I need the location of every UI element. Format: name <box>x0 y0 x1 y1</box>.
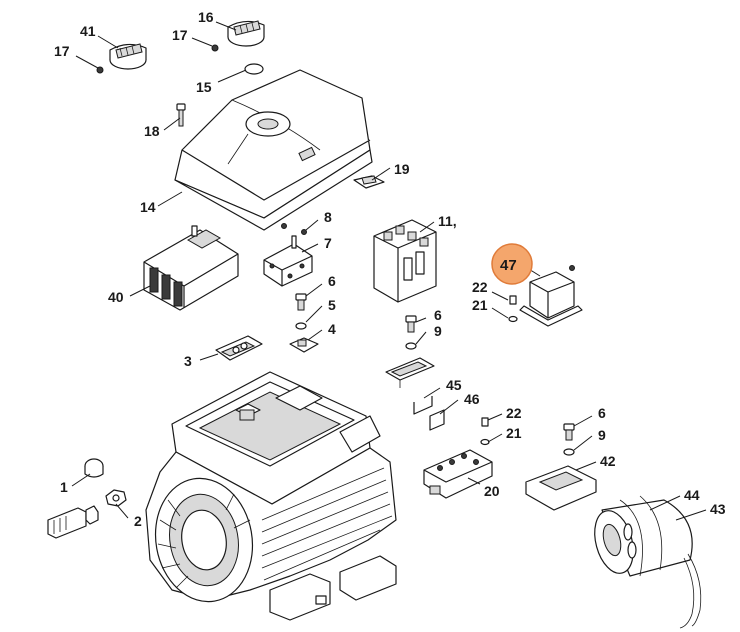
part-4-bracket <box>289 337 319 353</box>
part-47-relay <box>519 265 583 327</box>
part-46-clip <box>429 409 445 431</box>
part-labels: 41 17 16 17 15 18 19 14 8 7 11, 47 22 21… <box>54 9 726 529</box>
label-1: 1 <box>60 479 68 495</box>
label-43: 43 <box>710 501 726 517</box>
part-15-o-ring <box>244 63 264 75</box>
part-16-cap <box>227 20 265 47</box>
part-22-screw-b <box>481 417 489 427</box>
part-42-bracket <box>525 465 597 511</box>
label-6b: 6 <box>434 307 442 323</box>
label-21b: 21 <box>506 425 522 441</box>
label-8: 8 <box>324 209 332 225</box>
label-46: 46 <box>464 391 480 407</box>
part-21-washer-b <box>480 438 490 446</box>
highlight-circle-47[interactable] <box>491 243 533 285</box>
label-22b: 22 <box>506 405 522 421</box>
label-45: 45 <box>446 377 462 393</box>
label-17a: 17 <box>54 43 70 59</box>
label-11: 11, <box>438 213 457 229</box>
label-2: 2 <box>134 513 142 529</box>
part-9-washer-b <box>563 448 575 456</box>
part-22-screw-a <box>509 295 517 305</box>
label-16: 16 <box>198 9 214 25</box>
label-19: 19 <box>394 161 410 177</box>
part-45-clip <box>413 396 433 415</box>
label-42: 42 <box>600 453 616 469</box>
label-6c: 6 <box>598 405 606 421</box>
part-bracket-center <box>385 357 435 388</box>
part-6-screw-b <box>405 315 417 333</box>
motor-housing <box>145 371 397 621</box>
part-43-capacitor <box>594 495 702 629</box>
part-5-washer <box>295 322 307 330</box>
part-7-switch <box>263 235 313 287</box>
label-7: 7 <box>324 235 332 251</box>
label-44: 44 <box>684 487 700 503</box>
label-14: 14 <box>140 199 156 215</box>
part-6-screw-c <box>563 423 575 441</box>
part-18-screw <box>176 103 186 127</box>
label-22a: 22 <box>472 279 488 295</box>
label-15: 15 <box>196 79 212 95</box>
part-14-terminal-cover <box>174 69 373 231</box>
part-2-nut <box>105 489 127 507</box>
part-1-plug <box>84 458 104 478</box>
label-9b: 9 <box>598 427 606 443</box>
label-9a: 9 <box>434 323 442 339</box>
label-3: 3 <box>184 353 192 369</box>
label-17b: 17 <box>172 27 188 43</box>
label-21a: 21 <box>472 297 488 313</box>
part-41-cap <box>109 43 147 70</box>
label-40: 40 <box>108 289 124 305</box>
label-5: 5 <box>328 297 336 313</box>
label-47: 47 <box>500 257 517 274</box>
part-20-terminal-block <box>423 449 493 499</box>
part-21-washer-a <box>508 315 518 323</box>
label-20: 20 <box>484 483 500 499</box>
leader-lines <box>71 21 707 521</box>
part-44-clamp-band <box>623 523 637 559</box>
part-3-switch-cover <box>215 335 263 361</box>
part-cable-gland <box>47 505 99 539</box>
part-19-clip <box>353 175 385 189</box>
part-8-screws <box>281 223 307 235</box>
part-6-screw-a <box>295 293 307 311</box>
part-40-switch-block <box>143 225 239 311</box>
part-9-washer-a <box>405 342 417 350</box>
part-17-screw-left <box>96 66 104 74</box>
label-6a: 6 <box>328 273 336 289</box>
part-11-contactor <box>373 219 437 303</box>
part-17-screw-right <box>211 44 219 52</box>
label-41: 41 <box>80 23 96 39</box>
label-18: 18 <box>144 123 160 139</box>
label-4: 4 <box>328 321 336 337</box>
